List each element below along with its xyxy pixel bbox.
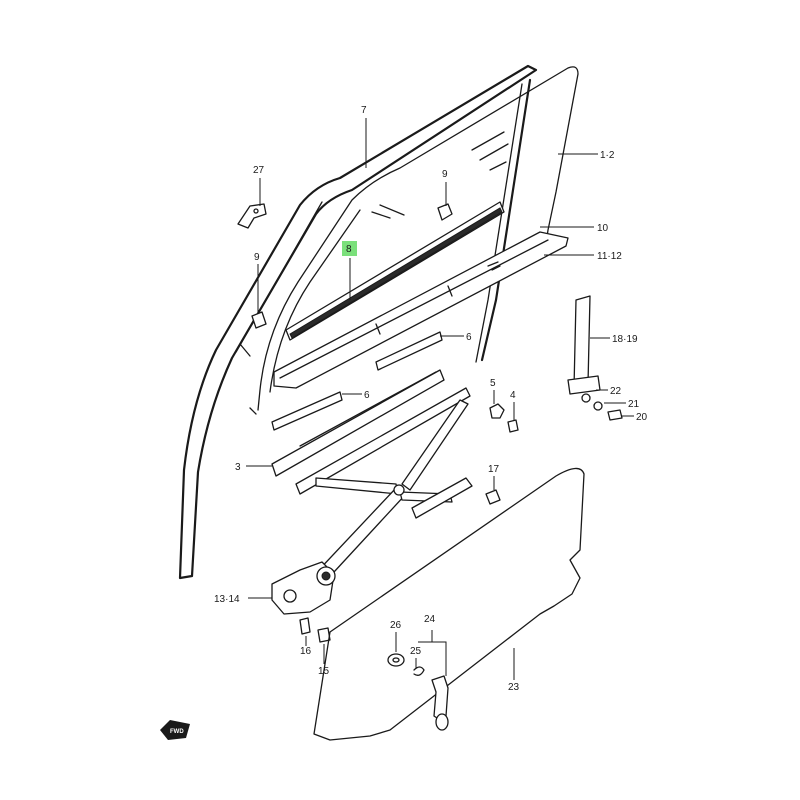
part-11-12-glass-channel bbox=[273, 231, 569, 389]
callout-labels: 7 1·2 27 9 8 10 11·12 9 6 6 18·19 5 4 22… bbox=[214, 105, 648, 693]
callout-21[interactable]: 21 bbox=[628, 399, 640, 410]
part-8-belt-weatherstrip bbox=[285, 201, 505, 341]
part-26-escutcheon bbox=[387, 653, 405, 667]
callout-22[interactable]: 22 bbox=[610, 386, 622, 397]
callout-6-upper[interactable]: 6 bbox=[466, 332, 472, 343]
part-20-bolt bbox=[607, 409, 623, 421]
part-6-guide-rail-upper bbox=[375, 331, 443, 371]
callout-4[interactable]: 4 bbox=[510, 390, 516, 401]
forward-direction-badge: FWD bbox=[160, 720, 190, 740]
callout-24[interactable]: 24 bbox=[424, 614, 436, 625]
callout-7[interactable]: 7 bbox=[361, 105, 367, 116]
part-23-door-trim bbox=[313, 467, 585, 741]
part-16-clip bbox=[299, 617, 311, 635]
part-6-guide-rail-lower bbox=[249, 391, 343, 431]
part-15-bolt bbox=[317, 627, 331, 643]
part-17-bolt bbox=[485, 489, 501, 505]
part-4-bolt bbox=[507, 419, 519, 433]
callout-1-2[interactable]: 1·2 bbox=[600, 150, 615, 161]
callout-23[interactable]: 23 bbox=[508, 682, 520, 693]
part-22-nut bbox=[581, 393, 591, 403]
callout-15[interactable]: 15 bbox=[318, 666, 330, 677]
callout-9-lower[interactable]: 9 bbox=[254, 252, 260, 263]
part-7-door-sash bbox=[178, 64, 538, 580]
callout-11-12[interactable]: 11·12 bbox=[597, 251, 622, 262]
part-1-2-window-glass bbox=[257, 66, 579, 411]
callout-18-19[interactable]: 18·19 bbox=[612, 334, 638, 345]
callout-6-lower[interactable]: 6 bbox=[364, 390, 370, 401]
callout-27[interactable]: 27 bbox=[253, 165, 265, 176]
part-21-washer bbox=[593, 401, 603, 411]
callout-3[interactable]: 3 bbox=[235, 462, 241, 473]
part-9-clip-a bbox=[437, 203, 453, 221]
part-5-nut bbox=[489, 403, 505, 419]
callout-26[interactable]: 26 bbox=[390, 620, 402, 631]
part-25-clip bbox=[413, 666, 425, 676]
part-24-window-crank bbox=[431, 675, 449, 731]
callout-13-14[interactable]: 13·14 bbox=[214, 594, 240, 605]
callout-10[interactable]: 10 bbox=[597, 223, 609, 234]
part-3-lower-rail bbox=[271, 369, 471, 495]
part-18-19-rear-guide bbox=[567, 295, 601, 395]
callout-20[interactable]: 20 bbox=[636, 412, 648, 423]
callout-5[interactable]: 5 bbox=[490, 378, 496, 389]
callout-25[interactable]: 25 bbox=[410, 646, 422, 657]
callout-8[interactable]: 8 bbox=[346, 244, 352, 255]
part-9-clip-b bbox=[251, 311, 267, 329]
part-13-14-regulator-gear bbox=[271, 561, 336, 615]
leader-lines bbox=[246, 118, 634, 680]
callout-16[interactable]: 16 bbox=[300, 646, 312, 657]
callout-17[interactable]: 17 bbox=[488, 464, 500, 475]
callout-8-highlight bbox=[342, 241, 357, 256]
part-10-rear-channel bbox=[475, 78, 532, 363]
part-27-bracket bbox=[237, 203, 267, 229]
callout-9-upper[interactable]: 9 bbox=[442, 169, 448, 180]
svg-text:FWD: FWD bbox=[170, 729, 184, 735]
